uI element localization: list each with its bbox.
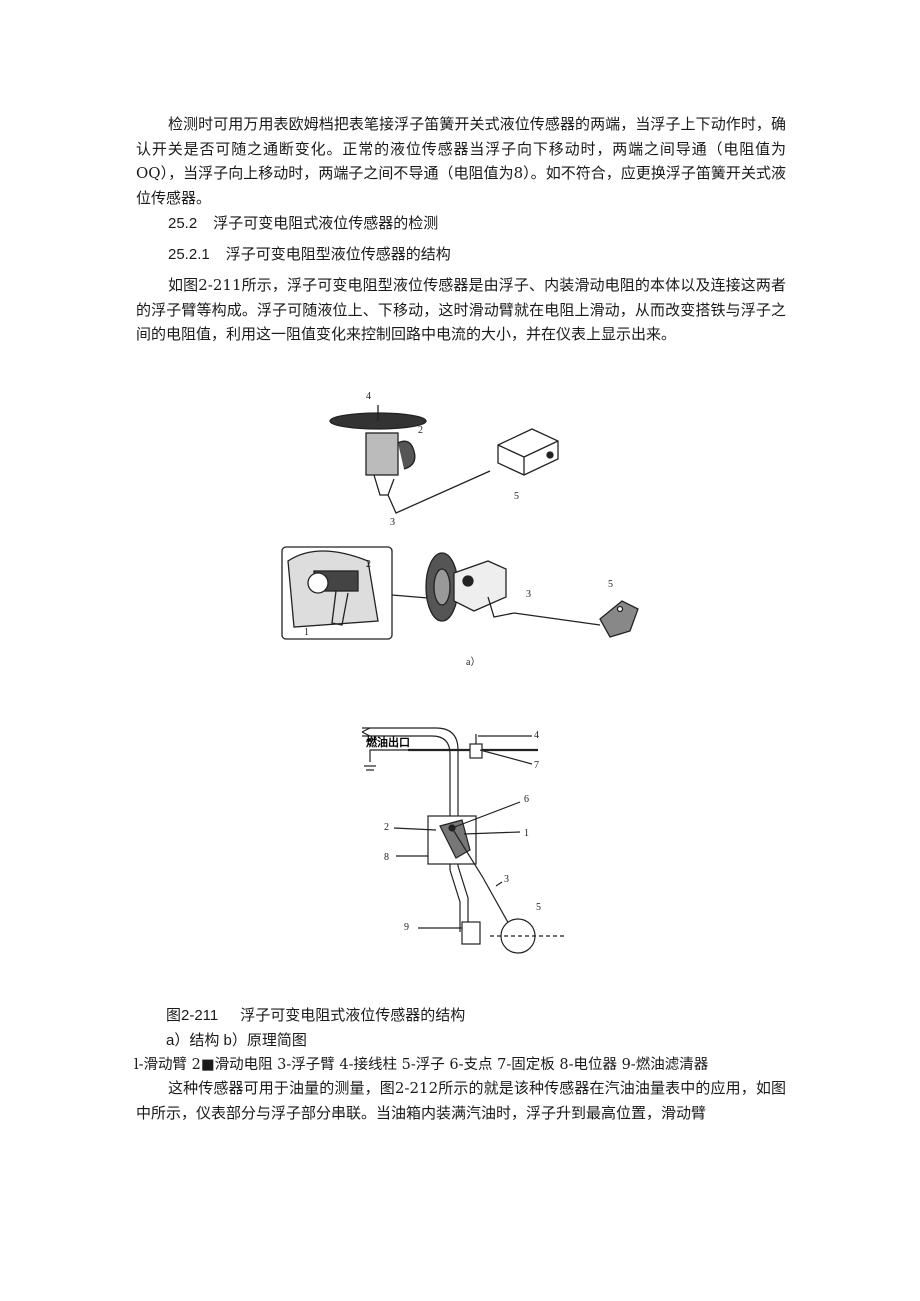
fuel-outlet-label: 燃油出口 [365, 735, 410, 749]
figure-title: 浮子可变电阻式液位传感器的结构 [240, 1006, 466, 1024]
callout-2: 2 [384, 822, 389, 833]
section-title: 浮子可变电阻式液位传感器的检测 [213, 214, 439, 232]
figure-legend: l-滑动臂 2■滑动电阻 3-浮子臂 4-接线柱 5-浮子 6-支点 7-固定板… [134, 1053, 708, 1074]
figure-a-drawing: 4 2 5 3 2 1 3 5 a） [281, 391, 639, 668]
figure-a-sublabel: a） [466, 656, 480, 668]
section-heading-25-2-1: 25.2.1 浮子可变电阻型液位传感器的结构 [168, 243, 451, 264]
callout-4: 4 [366, 391, 371, 402]
callout-5: 5 [536, 902, 541, 913]
callout-8: 8 [384, 852, 389, 863]
figure-caption: 图2-211 浮子可变电阻式液位传感器的结构 [166, 1004, 465, 1025]
callout-5-lower: 5 [608, 579, 613, 590]
figure-legend-text: l-滑动臂 2■滑动电阻 3-浮子臂 4-接线柱 5-浮子 6-支点 7-固定板… [134, 1057, 709, 1073]
figure-b-principle: 燃油出口 4 7 6 2 1 8 3 5 9 [340, 716, 580, 972]
callout-9: 9 [404, 922, 409, 933]
callout-5: 5 [514, 491, 519, 502]
figure-a-callouts: 4 2 5 3 2 1 3 5 a） [304, 391, 613, 668]
callout-4: 4 [534, 730, 539, 741]
callout-2: 2 [418, 425, 423, 436]
figure-a-structure: 4 2 5 3 2 1 3 5 a） [270, 385, 650, 675]
subsection-number: 25.2.1 [168, 246, 210, 263]
callout-1: 1 [524, 828, 529, 839]
paragraph-application: 这种传感器可用于油量的测量，图2-212所示的就是该种传感器在汽油油量表中的应用… [136, 1079, 786, 1122]
figure-subcaption-text: a）结构 b）原理简图 [166, 1032, 307, 1049]
figure-b-labels: 燃油出口 4 7 6 2 1 8 3 5 9 [365, 730, 541, 933]
figure-subcaption: a）结构 b）原理简图 [166, 1029, 307, 1050]
callout-1: 1 [304, 627, 309, 638]
figure-b-drawing: 燃油出口 4 7 6 2 1 8 3 5 9 [361, 727, 564, 954]
callout-7: 7 [534, 760, 539, 771]
callout-3-lower: 3 [526, 589, 531, 600]
sensor-body [365, 432, 399, 476]
section-number: 25.2 [168, 215, 198, 232]
callout-6: 6 [524, 794, 529, 805]
callout-3: 3 [504, 874, 509, 885]
figure-number: 图2-211 [166, 1007, 219, 1024]
callout-2-lower: 2 [366, 559, 371, 570]
callout-3: 3 [390, 517, 395, 528]
paragraph-detection: 检测时可用万用表欧姆档把表笔接浮子笛簧开关式液位传感器的两端，当浮子上下动作时，… [136, 115, 786, 207]
paragraph-structure: 如图2-211所示，浮子可变电阻型液位传感器是由浮子、内装滑动电阻的本体以及连接… [136, 276, 786, 343]
subsection-title: 浮子可变电阻型液位传感器的结构 [225, 245, 451, 263]
section-heading-25-2: 25.2 浮子可变电阻式液位传感器的检测 [168, 212, 438, 233]
